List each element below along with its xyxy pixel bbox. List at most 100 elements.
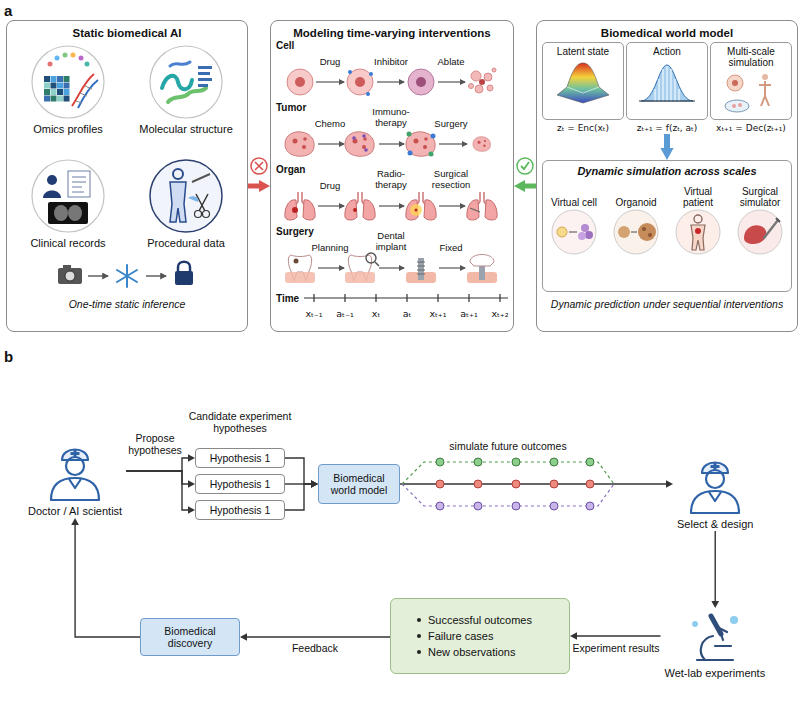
illustration-part: [732, 104, 736, 108]
illustration-part: [719, 628, 727, 632]
illustration-part: [557, 227, 567, 237]
illustration-part: [415, 209, 418, 212]
illustration-part: [57, 96, 63, 102]
illustration-part: [195, 211, 202, 218]
illustration-part: [51, 478, 99, 500]
illustration-part: [553, 59, 613, 105]
illustration-part: [709, 492, 721, 501]
illustration-part: [410, 204, 422, 216]
illustration-part: [44, 76, 50, 82]
simulation-box: Dynamic simulation across scalesVirtual …: [542, 160, 792, 292]
illustration-part: [251, 158, 267, 174]
illustration-part: [318, 205, 344, 206]
label-text: b: [4, 348, 24, 365]
arrowhead: [311, 480, 318, 488]
illustration-part: [429, 152, 434, 157]
illustration-part: [655, 66, 679, 101]
illustration-part: [348, 70, 352, 74]
illustration-part: [701, 636, 713, 660]
panel-title: Biomedical world model: [537, 21, 797, 40]
illustration-part: [776, 218, 780, 222]
illustration-part: [287, 69, 313, 95]
scale-circle: Organoid: [606, 184, 666, 256]
icon-label: Molecular structure: [130, 123, 242, 136]
connector: [126, 471, 189, 484]
illustration-part: [586, 458, 594, 466]
illustration-part: [68, 171, 90, 197]
box-text: Biomedical discovery: [145, 625, 235, 649]
illustration-part: [474, 502, 482, 510]
illustration-part: [30, 158, 106, 234]
formula: zₜ = Enc(xₜ): [542, 123, 624, 134]
illustration-part: [57, 76, 63, 82]
data-circle: Molecular structure: [130, 44, 242, 136]
illustration-part: [557, 63, 609, 103]
illustration-part: [85, 62, 90, 67]
illustration-part: [64, 89, 70, 95]
illustration-part: [697, 659, 733, 661]
illustration-part: [697, 616, 733, 660]
label-text: aₜ: [391, 308, 423, 319]
illustration-part: [51, 450, 99, 501]
illustration-part: [79, 56, 84, 61]
process-box: Biomedical discovery: [140, 618, 240, 656]
illustration-part: [44, 96, 50, 102]
connector: [126, 471, 189, 510]
panel-title: Dynamic simulation across scales: [543, 161, 791, 178]
illustration-part: [438, 81, 465, 82]
illustration-part: [725, 100, 749, 112]
illustration-part: [318, 143, 344, 144]
illustration-part: [685, 453, 745, 515]
label-text: Cell: [276, 40, 326, 51]
formula: zₜ₊₁ = f(zₜ, aₜ): [626, 123, 708, 134]
label-text: aₜ₊₁: [453, 308, 485, 319]
data-circle: Omics profiles: [12, 44, 124, 136]
formula: xₜ₊₁ = Dec(zₜ₊₁): [710, 123, 792, 134]
label-text: a: [4, 2, 24, 19]
illustration-part: [170, 182, 186, 222]
illustration-part: [550, 458, 558, 466]
illustration-part: [63, 53, 68, 58]
illustration-part: [170, 62, 190, 66]
illustration-part: [487, 85, 493, 91]
illustration-part: [72, 74, 94, 106]
label-text: Surgery: [276, 226, 326, 237]
illustration-part: [469, 68, 497, 93]
illustration-part: [614, 210, 658, 254]
illustration-part: [436, 458, 444, 466]
illustration-part: [57, 83, 63, 89]
illustration-part: [512, 480, 520, 488]
box-text: Hypothesis 1: [210, 478, 271, 490]
illustration-part: [692, 621, 698, 627]
connector: [715, 531, 716, 602]
illustration-part: [408, 151, 413, 156]
illustration-part: [691, 491, 739, 513]
illustration-part: [436, 502, 594, 510]
arrowhead: [311, 480, 318, 488]
illustration-part: [418, 258, 424, 280]
illustration-part: [285, 192, 315, 220]
illustration-part: [517, 158, 533, 174]
actor-icon: Doctor / AI scientist: [24, 440, 126, 518]
illustration-part: [318, 267, 344, 268]
illustration-part: [439, 143, 467, 144]
illustration-part: [285, 255, 315, 283]
icon-label: Procedural data: [130, 237, 242, 250]
arrowhead: [188, 454, 195, 462]
label-text: Drug: [302, 56, 358, 67]
illustration-part: [436, 480, 594, 488]
illustration-part: [695, 228, 701, 234]
illustration-part: [362, 134, 366, 138]
model-box: Actionzₜ₊₁ = f(zₜ, aₜ): [626, 42, 708, 134]
illustration-part: [364, 148, 368, 152]
data-circle: Procedural data: [130, 158, 242, 250]
bullet-dot: [417, 634, 421, 638]
label-text: Dental implant: [363, 230, 419, 252]
label-text: Chemo: [302, 118, 358, 129]
bullet-dot: [417, 618, 421, 622]
illustration-part: [146, 275, 166, 276]
illustration-part: [292, 207, 298, 213]
illustration-part: [406, 132, 435, 156]
connector: [126, 458, 189, 471]
illustration-part: [198, 66, 212, 69]
